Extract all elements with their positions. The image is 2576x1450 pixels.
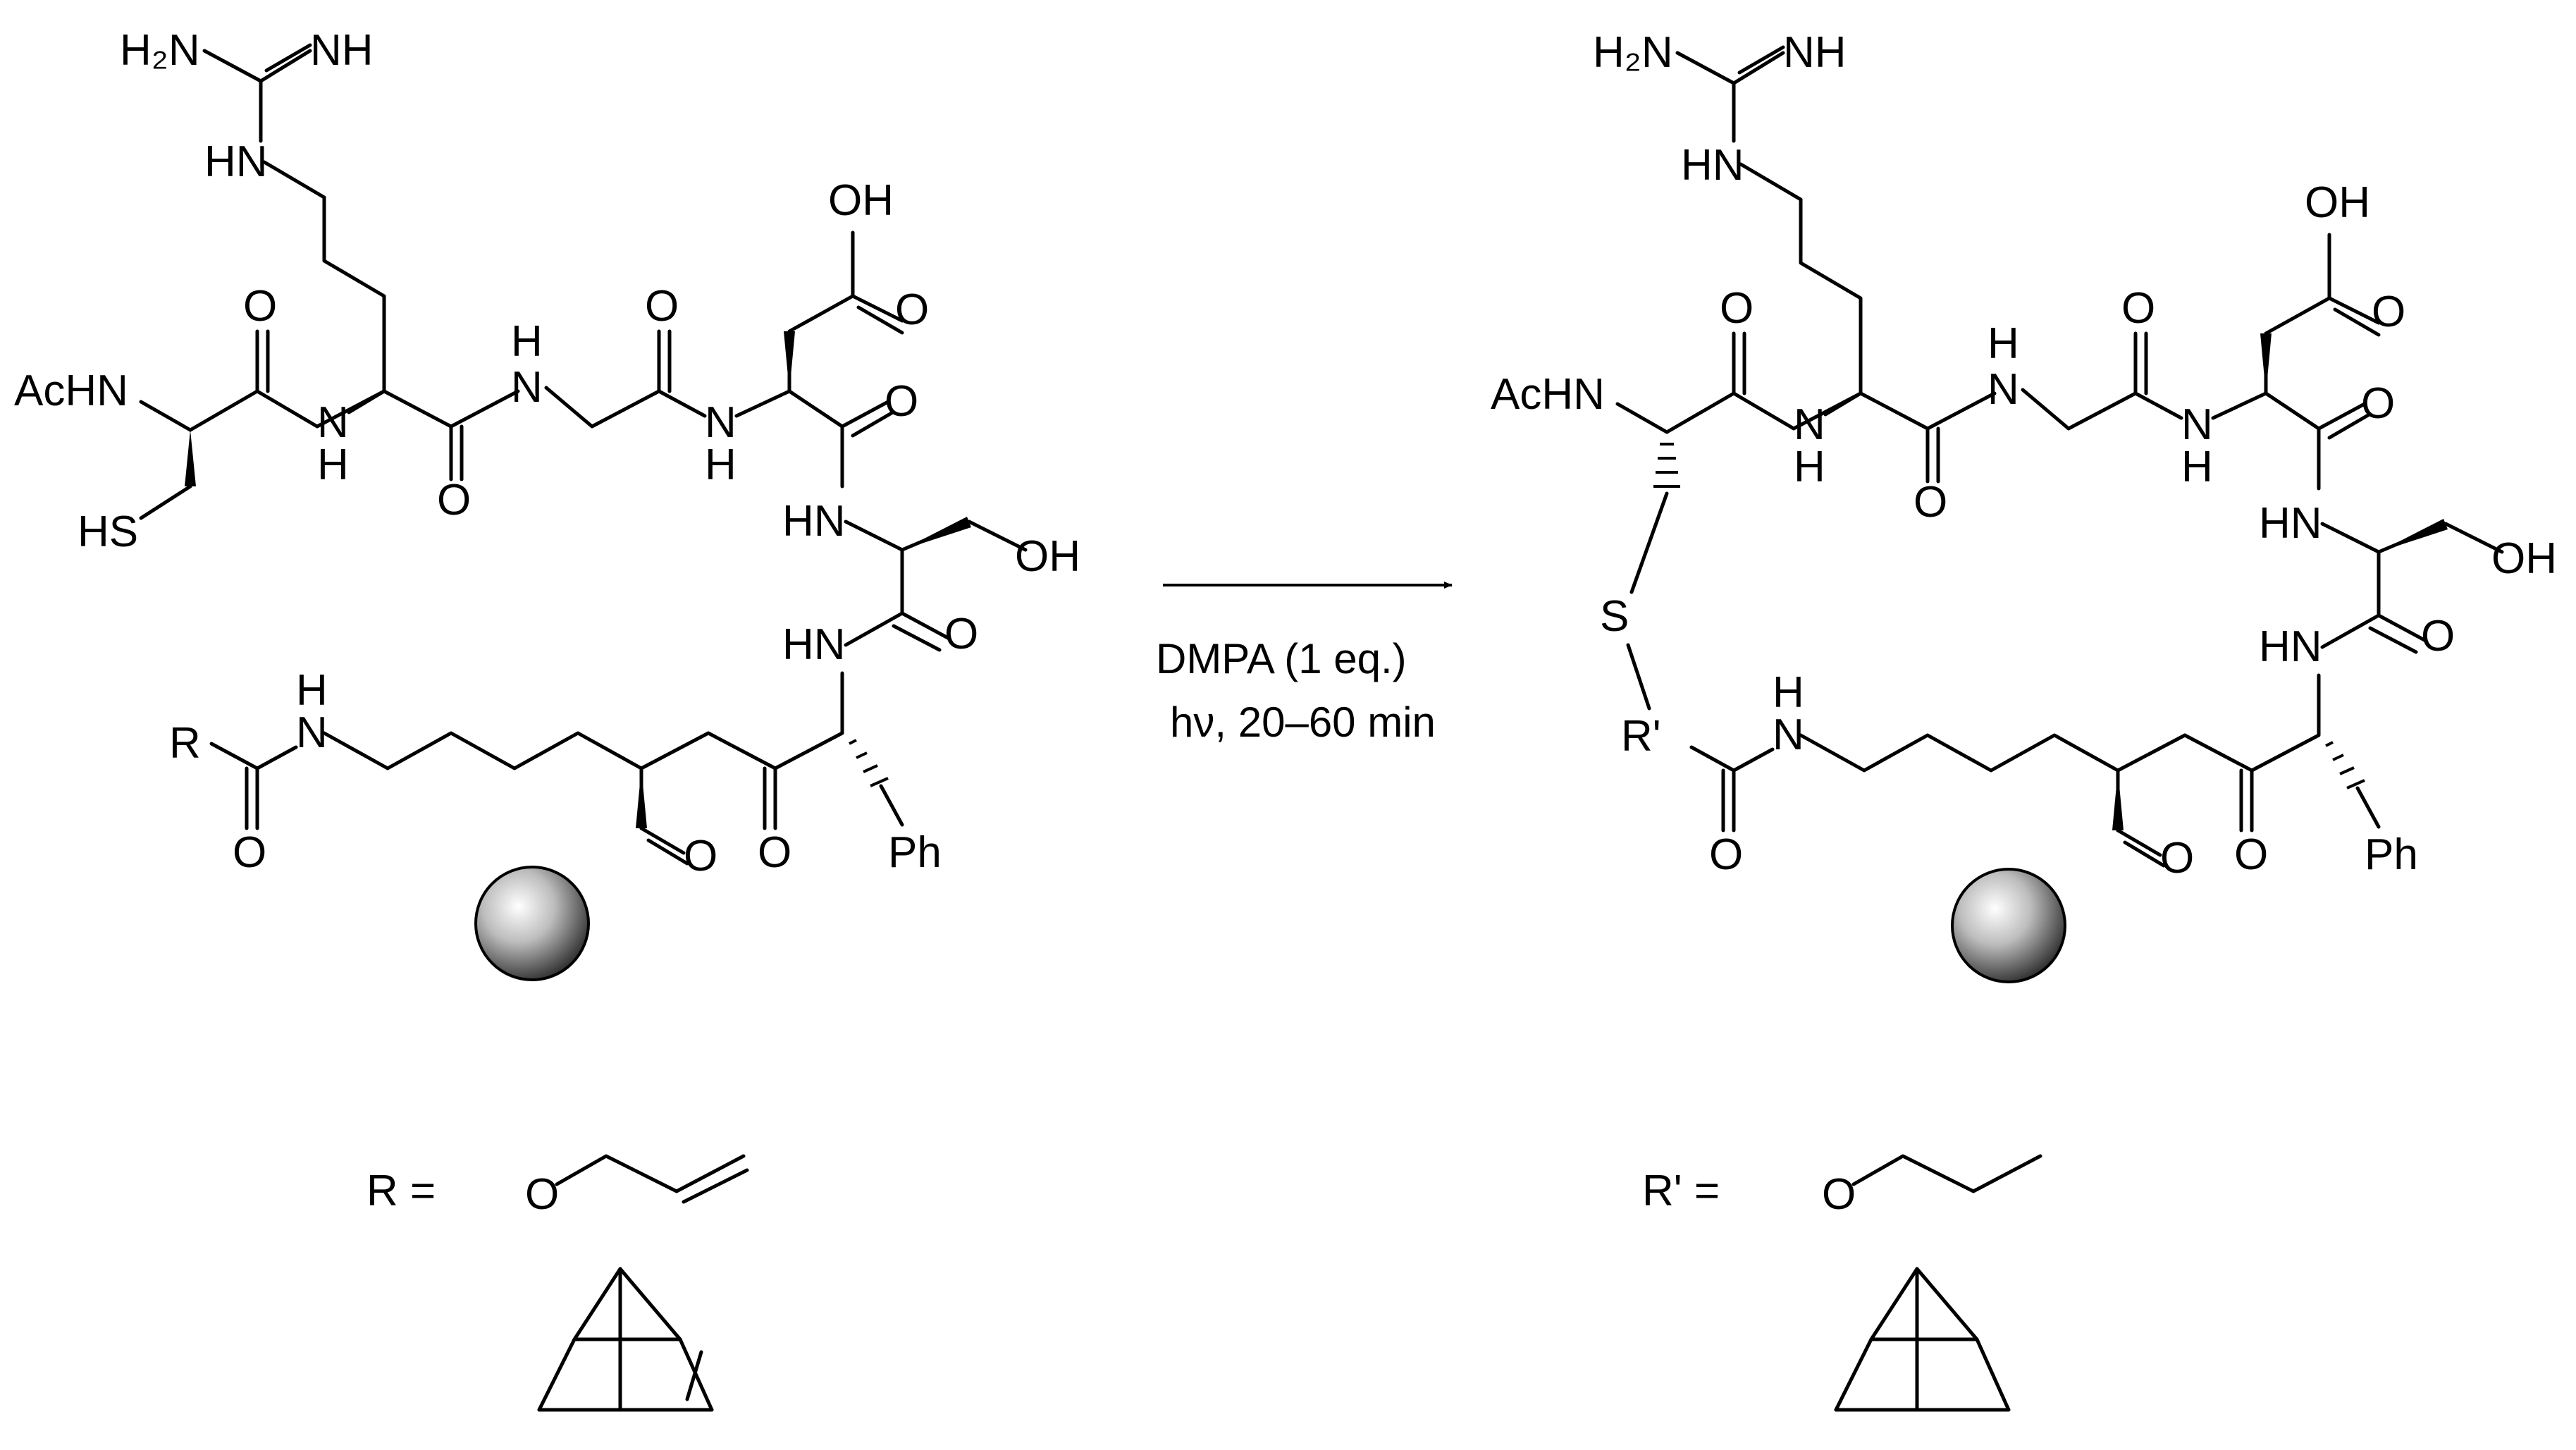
n-label-2: N — [511, 363, 543, 412]
norbornene-structure — [537, 1267, 714, 1412]
n-label-4: N — [296, 708, 328, 757]
h-label-2: H — [511, 317, 543, 366]
r-label: R — [169, 719, 201, 768]
oh-label-4: OH — [2491, 534, 2557, 583]
achn-label: AcHN — [14, 367, 128, 415]
achn-label-2: AcHN — [1491, 370, 1605, 419]
product-cyclic-peptide: H₂N NH HN AcHN O N H O N H O N H — [1491, 28, 2557, 983]
hn-label-4: HN — [1681, 141, 1744, 190]
n-label-1: N — [317, 398, 349, 447]
reaction-arrow: DMPA (1 eq.) hν, 20–60 min — [1156, 582, 1453, 746]
o-label-allyl: O — [525, 1170, 559, 1219]
o-label-15: O — [2421, 612, 2455, 661]
o-label-14: O — [2361, 379, 2395, 428]
h-label-7: H — [2181, 443, 2213, 491]
o-label-4: O — [895, 285, 929, 334]
reactant-linear-peptide: H₂N NH HN AcHN O N H O N H O N H — [14, 26, 1080, 981]
o-label-1: O — [243, 282, 277, 331]
cys-hash-bond — [1653, 443, 1680, 488]
hn-label-2: HN — [782, 497, 846, 546]
n-label-8: N — [1773, 711, 1804, 759]
h-label-1: H — [317, 441, 349, 489]
o-label-7: O — [758, 828, 791, 877]
resin-bead-2 — [1951, 868, 2066, 983]
hn-label: HN — [204, 137, 268, 186]
norbornane-structure — [1834, 1267, 2011, 1412]
n-label-5: N — [1794, 400, 1825, 449]
o-label-18: O — [1709, 830, 1743, 879]
h-label-5: H — [1794, 443, 1825, 491]
o-label-6: O — [944, 610, 978, 658]
reagent-text: DMPA (1 eq.) — [1156, 635, 1407, 682]
o-label-10: O — [1720, 284, 1754, 333]
phe-hash-bond-2 — [2325, 741, 2365, 789]
h-label-6: H — [1988, 319, 2019, 368]
h2n-label-2: H₂N — [1593, 28, 1673, 77]
ph-label-2: Ph — [2365, 830, 2418, 879]
s-label: S — [1600, 592, 1629, 641]
o-label-2: O — [437, 476, 471, 524]
oh-label-3: OH — [2305, 178, 2370, 227]
n-label-7: N — [2181, 400, 2213, 449]
oh-label-1: OH — [828, 176, 894, 225]
resin-bead-1 — [474, 866, 590, 981]
o-label-3: O — [645, 282, 679, 331]
r-prime-eq-label: R' = — [1642, 1167, 1720, 1215]
n-label-3: N — [705, 398, 737, 447]
o-label-16: O — [2234, 830, 2268, 879]
hs-label: HS — [78, 508, 138, 556]
hn-label-5: HN — [2259, 499, 2322, 548]
o-label-13: O — [2372, 288, 2405, 336]
o-label-8: O — [684, 832, 717, 880]
conditions-text: hν, 20–60 min — [1170, 699, 1436, 746]
h2n-label: H₂N — [120, 26, 200, 75]
n-label-6: N — [1988, 365, 2019, 414]
r-prime-label: R' — [1621, 712, 1661, 761]
o-label-11: O — [1913, 478, 1947, 527]
o-label-9: O — [233, 828, 266, 877]
h-label-4: H — [296, 666, 328, 715]
o-label-5: O — [885, 377, 918, 426]
hn-label-3: HN — [782, 620, 846, 669]
r-prime-definition: R' = O — [1642, 1154, 2042, 1412]
ph-label-1: Ph — [888, 828, 942, 877]
hn-label-6: HN — [2259, 622, 2322, 671]
r-definition: R = O — [366, 1154, 749, 1412]
r-eq-label: R = — [366, 1167, 436, 1215]
h-label-8: H — [1773, 668, 1804, 717]
oh-label-2: OH — [1015, 532, 1080, 581]
o-label-17: O — [2160, 834, 2194, 883]
nh-label: NH — [310, 26, 374, 75]
o-label-12: O — [2121, 284, 2155, 333]
nh-label-2: NH — [1783, 28, 1847, 77]
o-label-propyl: O — [1822, 1170, 1856, 1219]
h-label-3: H — [705, 441, 737, 489]
phe-hash-bond — [849, 739, 889, 787]
